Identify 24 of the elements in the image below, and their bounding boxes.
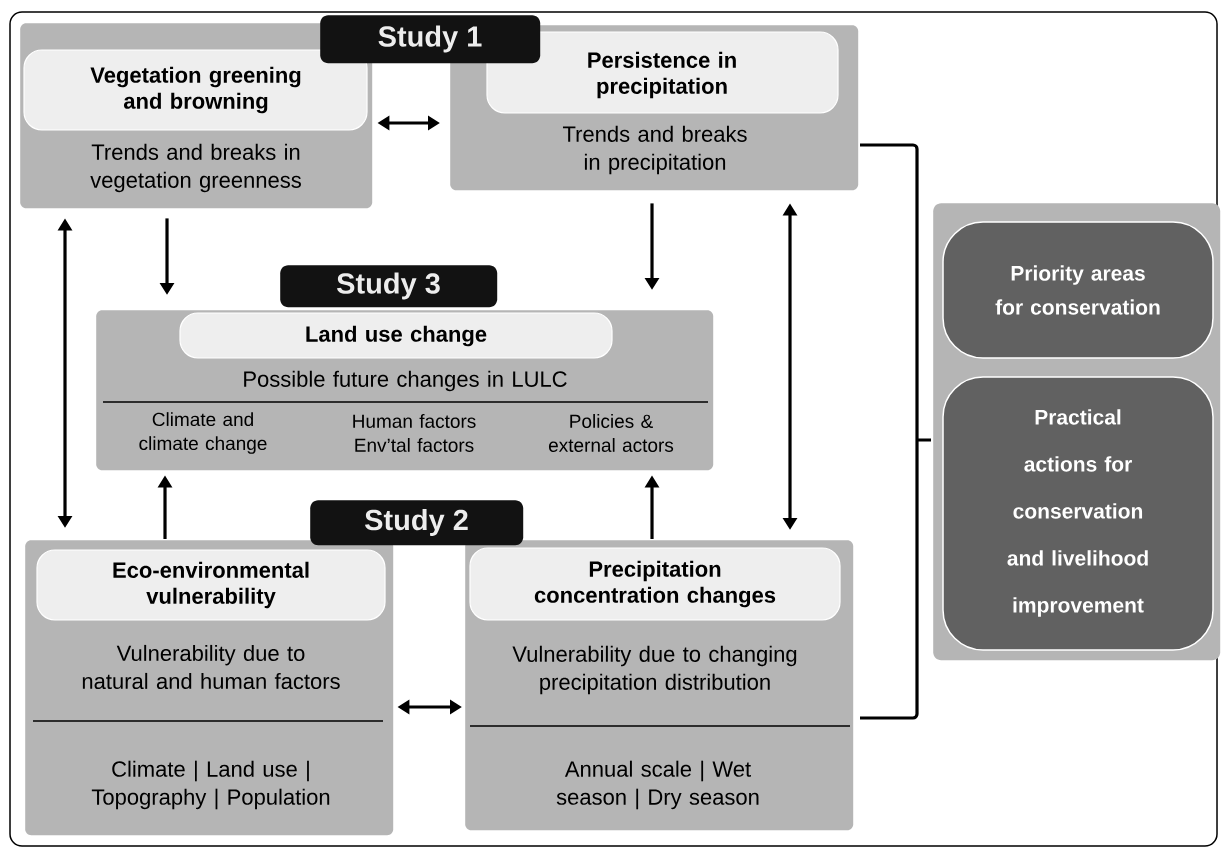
factor-text: Policies & external actors [548, 414, 674, 452]
heading-pill: Persistence in precipitation [486, 31, 839, 114]
panel-box [96, 310, 714, 471]
body-text: Trends and breaks in precipitation [563, 125, 747, 175]
study-tab: Study 1 [320, 15, 541, 64]
heading-pill: Precipitation concentration changes [469, 547, 841, 621]
heading-pill: Eco-environmental vulnerability [36, 549, 386, 621]
factor-text: Human factors Env’tal factors [353, 414, 476, 452]
panel-box [25, 540, 394, 836]
heading-pill: Vegetation greening and browning [23, 49, 368, 131]
body-text: Climate | Land use | Topography | Population [91, 760, 330, 810]
body-text: Vulnerability due to natural and human factors [82, 644, 340, 690]
panel-box [20, 23, 373, 209]
panel-box [465, 540, 854, 831]
factor-text: Climate and climate change [139, 412, 267, 454]
heading-pill: Land use change [179, 312, 613, 359]
study-tab: Study 2 [310, 500, 524, 546]
body-text: Vulnerability due to changing precipitation distribution [512, 645, 797, 695]
body-text: Possible future changes in LULC [244, 370, 567, 392]
outcome-box: Priority areas for conservation [942, 221, 1214, 359]
body-text: Annual scale | Wet season | Dry season [556, 760, 759, 810]
outcome-box: Practical actions for conservation and livelihood improvement [942, 376, 1214, 651]
study-tab: Study 3 [280, 265, 498, 308]
body-text: Trends and breaks in vegetation greenness [90, 143, 301, 193]
